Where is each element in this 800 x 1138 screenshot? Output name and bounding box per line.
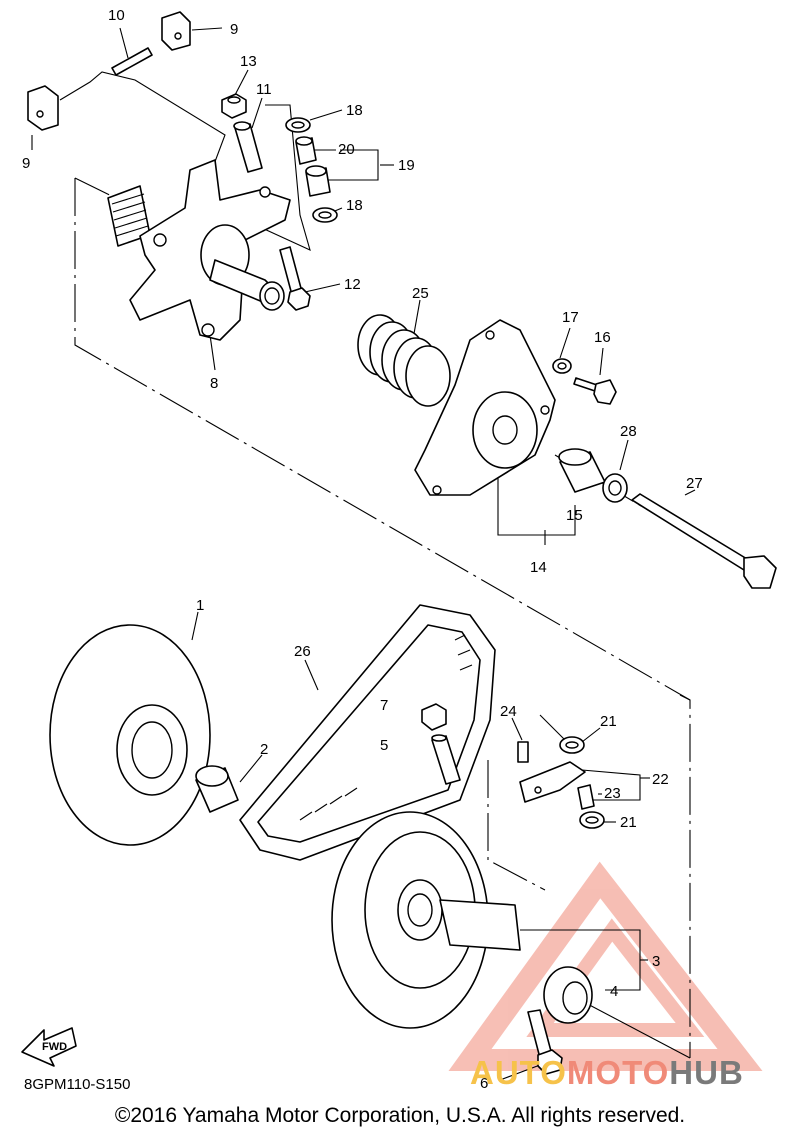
part-2-bushing	[195, 765, 239, 813]
part-19-roller	[305, 165, 331, 197]
part-21-washer-top	[559, 736, 585, 754]
callout-11: 11	[256, 81, 272, 98]
part-26-belt	[239, 604, 496, 861]
callout-7: 7	[380, 697, 388, 714]
callout-8: 8	[210, 375, 218, 392]
part-9-weight-left	[27, 85, 59, 131]
callout-22: 22	[652, 771, 669, 788]
part-16-bolt	[573, 377, 617, 405]
callout-9-left: 9	[22, 155, 30, 172]
callout-9-top: 9	[230, 21, 238, 38]
part-22-arm	[519, 761, 586, 803]
part-9-weight-top	[161, 11, 191, 51]
callout-26: 26	[294, 643, 311, 660]
callout-18-bottom: 18	[346, 197, 363, 214]
callout-4: 4	[610, 983, 618, 1000]
callout-23: 23	[604, 785, 621, 802]
part-25-spring	[357, 314, 451, 407]
callout-2: 2	[260, 741, 268, 758]
callout-15: 15	[566, 507, 583, 524]
callout-19: 19	[398, 157, 415, 174]
part-10-pin	[111, 47, 153, 76]
callout-12: 12	[344, 276, 361, 293]
diagram-code: 8GPM110-S150	[24, 1076, 131, 1093]
part-20-bushing	[295, 136, 317, 165]
part-5-sleeve	[431, 734, 461, 785]
part-28-washer	[602, 473, 628, 503]
callout-18-top: 18	[346, 102, 363, 119]
callout-14: 14	[530, 559, 547, 576]
part-18-washer-top	[285, 117, 311, 133]
callout-21-bottom: 21	[620, 814, 637, 831]
part-27-long-bolt	[631, 493, 777, 589]
part-15-bushing	[558, 448, 606, 493]
part-movable-sheave	[331, 811, 521, 1029]
watermark-part3: HUB	[669, 1054, 744, 1091]
callout-10: 10	[108, 7, 125, 24]
fwd-arrow-icon: FWD	[21, 1027, 77, 1067]
part-6-bolt	[527, 1009, 563, 1075]
callout-1: 1	[196, 597, 204, 614]
watermark-text: AUTOMOTOHUB	[470, 1054, 744, 1092]
callout-27: 27	[686, 475, 703, 492]
part-24-screw	[517, 741, 529, 763]
callout-16: 16	[594, 329, 611, 346]
callout-5: 5	[380, 737, 388, 754]
part-13-nut	[221, 93, 247, 119]
watermark-part1: AUTO	[470, 1054, 567, 1091]
callout-17: 17	[562, 309, 579, 326]
callout-labels: 10 9 9 13 11 18 20 19 18 12 8 25 17 16 2…	[22, 7, 703, 1092]
part-4-bushing	[543, 966, 593, 1024]
part-18-washer-bottom	[312, 207, 338, 223]
part-11-sleeve	[233, 121, 263, 173]
callout-24: 24	[500, 703, 517, 720]
part-12-bolt	[279, 246, 311, 311]
copyright-notice: ©2016 Yamaha Motor Corporation, U.S.A. A…	[114, 1104, 686, 1127]
callout-25: 25	[412, 285, 429, 302]
part-14-cover	[414, 319, 556, 496]
part-21-washer-bottom	[579, 811, 605, 829]
watermark-part2: MOTO	[566, 1054, 670, 1091]
callout-20: 20	[338, 141, 355, 158]
part-7-nut	[421, 703, 447, 731]
part-17-washer	[552, 358, 572, 374]
callout-13: 13	[240, 53, 257, 70]
callout-28: 28	[620, 423, 637, 440]
part-1-fixed-sheave	[49, 624, 211, 846]
part-23-bushing	[577, 784, 595, 810]
callout-21-top: 21	[600, 713, 617, 730]
callout-3: 3	[652, 953, 660, 970]
callout-6: 6	[480, 1075, 488, 1092]
fwd-label: FWD	[42, 1041, 67, 1053]
part-8-spider-shaft	[107, 159, 291, 341]
